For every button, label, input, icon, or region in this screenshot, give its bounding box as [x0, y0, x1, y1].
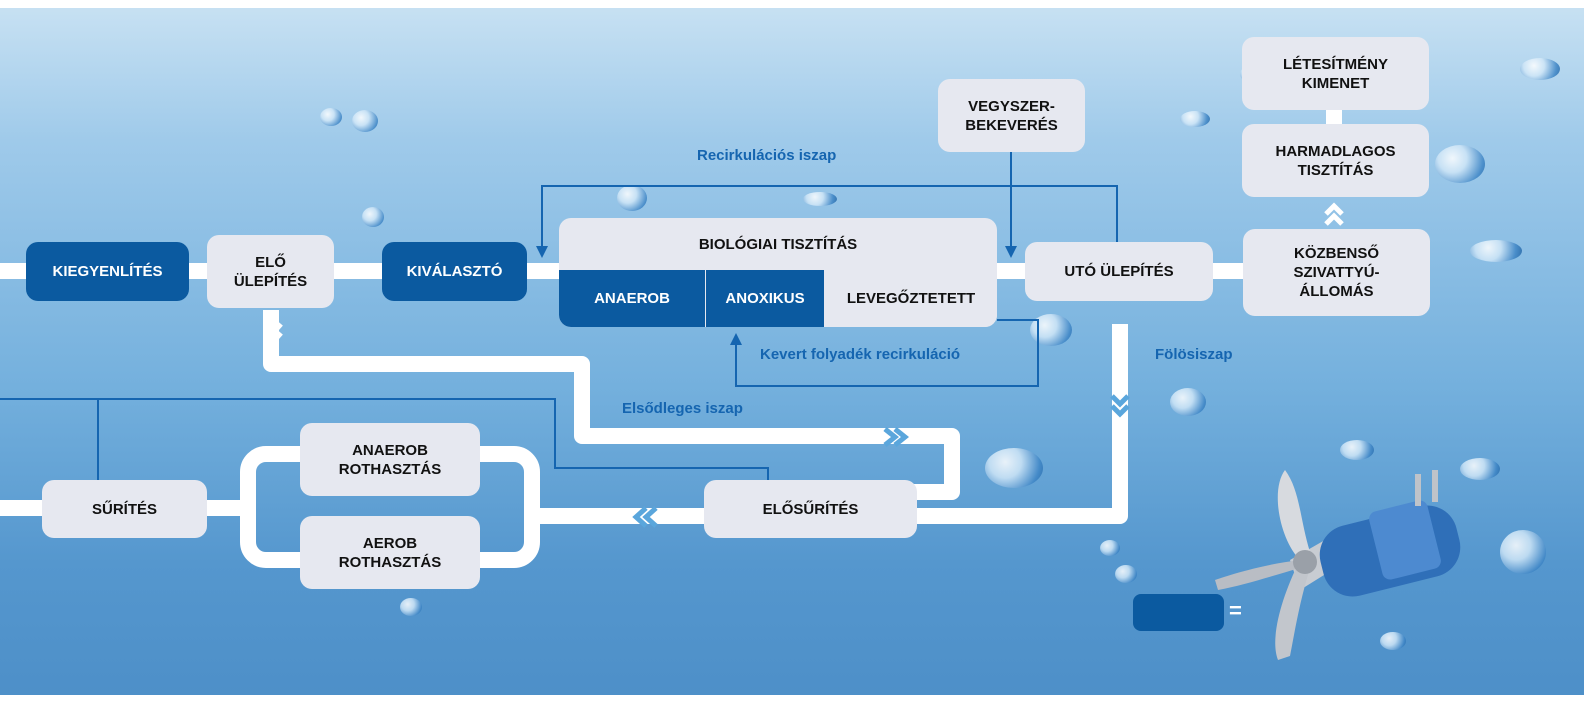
pre-thickening-label: ELŐSŰRÍTÉS: [762, 500, 859, 518]
primary-sludge-pipe: [263, 310, 960, 500]
facility-output-label: LÉTESÍTMÉNY KIMENET: [1282, 55, 1388, 92]
pre-thickening-box: ELŐSŰRÍTÉS: [704, 480, 917, 538]
aerated-zone: LEVEGŐZTETETT: [825, 270, 997, 327]
tertiary-treatment-box: HARMADLAGOS TISZTÍTÁS: [1242, 124, 1429, 197]
bubble-decoration: [1380, 632, 1406, 650]
aerobic-digestion-label: AEROB ROTHASZTÁS: [338, 534, 442, 571]
chevron-up-icon: [1324, 212, 1344, 226]
arrow-up-icon: [730, 333, 742, 345]
bubble-decoration: [362, 207, 384, 227]
secondary-settling-box: UTÓ ÜLEPÍTÉS: [1025, 242, 1213, 301]
intermediate-pump-station-box: KÖZBENSŐ SZIVATTYÚ- ÁLLOMÁS: [1243, 229, 1430, 316]
primary-settling-label: ELŐ ÜLEPÍTÉS: [233, 253, 308, 290]
bubble-decoration: [803, 192, 837, 206]
bubble-decoration: [1470, 240, 1522, 262]
chevron-up-icon: [1324, 202, 1344, 216]
mixed-liquor-recirculation-line: [735, 319, 1039, 387]
anaerob-zone: ANAEROB: [559, 270, 705, 327]
bubble-decoration: [1115, 565, 1137, 583]
anaerobic-digestion-box: ANAEROB ROTHASZTÁS: [300, 423, 480, 496]
anaerobic-digestion-label: ANAEROB ROTHASZTÁS: [338, 441, 442, 478]
chevron-down-icon: [1110, 404, 1130, 418]
anoxic-zone: ANOXIKUS: [706, 270, 824, 327]
bubble-decoration: [1180, 111, 1210, 127]
bubble-decoration: [1170, 388, 1206, 416]
intermediate-pump-station-label: KÖZBENSŐ SZIVATTYÚ- ÁLLOMÁS: [1293, 245, 1380, 300]
equalization-box: KIEGYENLÍTÉS: [26, 242, 189, 301]
return-sludge-label: Recirkulációs iszap: [697, 147, 837, 164]
filtrate-return-line: [0, 398, 769, 482]
biological-treatment-title: BIOLÓGIAI TISZTÍTÁS: [698, 235, 858, 253]
primary-settling-box: ELŐ ÜLEPÍTÉS: [207, 235, 334, 308]
bubble-decoration: [320, 108, 342, 126]
arrow-down-icon: [1005, 246, 1017, 258]
return-sludge-line: [541, 185, 1118, 250]
thickening-label: SŰRÍTÉS: [91, 500, 157, 518]
biological-treatment-box: BIOLÓGIAI TISZTÍTÁS ANAEROB ANOXIKUS LEV…: [559, 218, 997, 327]
legend-equals: =: [1229, 598, 1242, 623]
chevron-down-icon: [263, 322, 283, 337]
arrow-down-icon: [536, 246, 548, 258]
thickening-box: SŰRÍTÉS: [42, 480, 207, 538]
bubble-decoration: [1460, 458, 1500, 480]
excess-sludge-label: Fölösiszap: [1155, 346, 1233, 363]
chevron-left-icon: [642, 506, 658, 528]
facility-output-box: LÉTESÍTMÉNY KIMENET: [1242, 37, 1429, 110]
bottom-band: [0, 695, 1584, 703]
bubble-decoration: [1435, 145, 1485, 183]
bubble-decoration: [1100, 540, 1120, 556]
aerobic-digestion-box: AEROB ROTHASZTÁS: [300, 516, 480, 589]
primary-sludge-label: Elsődleges iszap: [622, 400, 743, 417]
mixed-liquor-recirculation-label: Kevert folyadék recirkuláció: [760, 346, 961, 363]
bubble-decoration: [1520, 58, 1560, 80]
bubble-decoration: [1500, 530, 1546, 574]
selector-label: KIVÁLASZTÓ: [406, 263, 503, 280]
top-band: [0, 0, 1584, 8]
tertiary-treatment-label: HARMADLAGOS TISZTÍTÁS: [1275, 142, 1396, 179]
chevron-down-icon: [263, 331, 283, 346]
secondary-settling-label: UTÓ ÜLEPÍTÉS: [1064, 263, 1174, 280]
chevron-right-icon: [893, 427, 910, 447]
bubble-decoration: [1340, 440, 1374, 460]
chevron-right-icon: [883, 427, 900, 447]
chemical-dosing-label: VEGYSZER- BEKEVERÉS: [965, 97, 1058, 134]
equalization-label: KIEGYENLÍTÉS: [52, 263, 163, 280]
bubble-decoration: [400, 598, 422, 616]
mixer-illustration: [1215, 470, 1461, 660]
bubble-decoration: [352, 110, 378, 132]
bubble-decoration: [985, 448, 1043, 488]
chevron-down-icon: [1110, 394, 1130, 408]
excess-sludge-pipe: [912, 324, 1128, 524]
chemical-dosing-box: VEGYSZER- BEKEVERÉS: [938, 79, 1085, 152]
chevron-left-icon: [632, 506, 648, 528]
legend-swatch: [1133, 594, 1224, 631]
selector-box: KIVÁLASZTÓ: [382, 242, 527, 301]
bubble-decoration: [617, 185, 647, 211]
